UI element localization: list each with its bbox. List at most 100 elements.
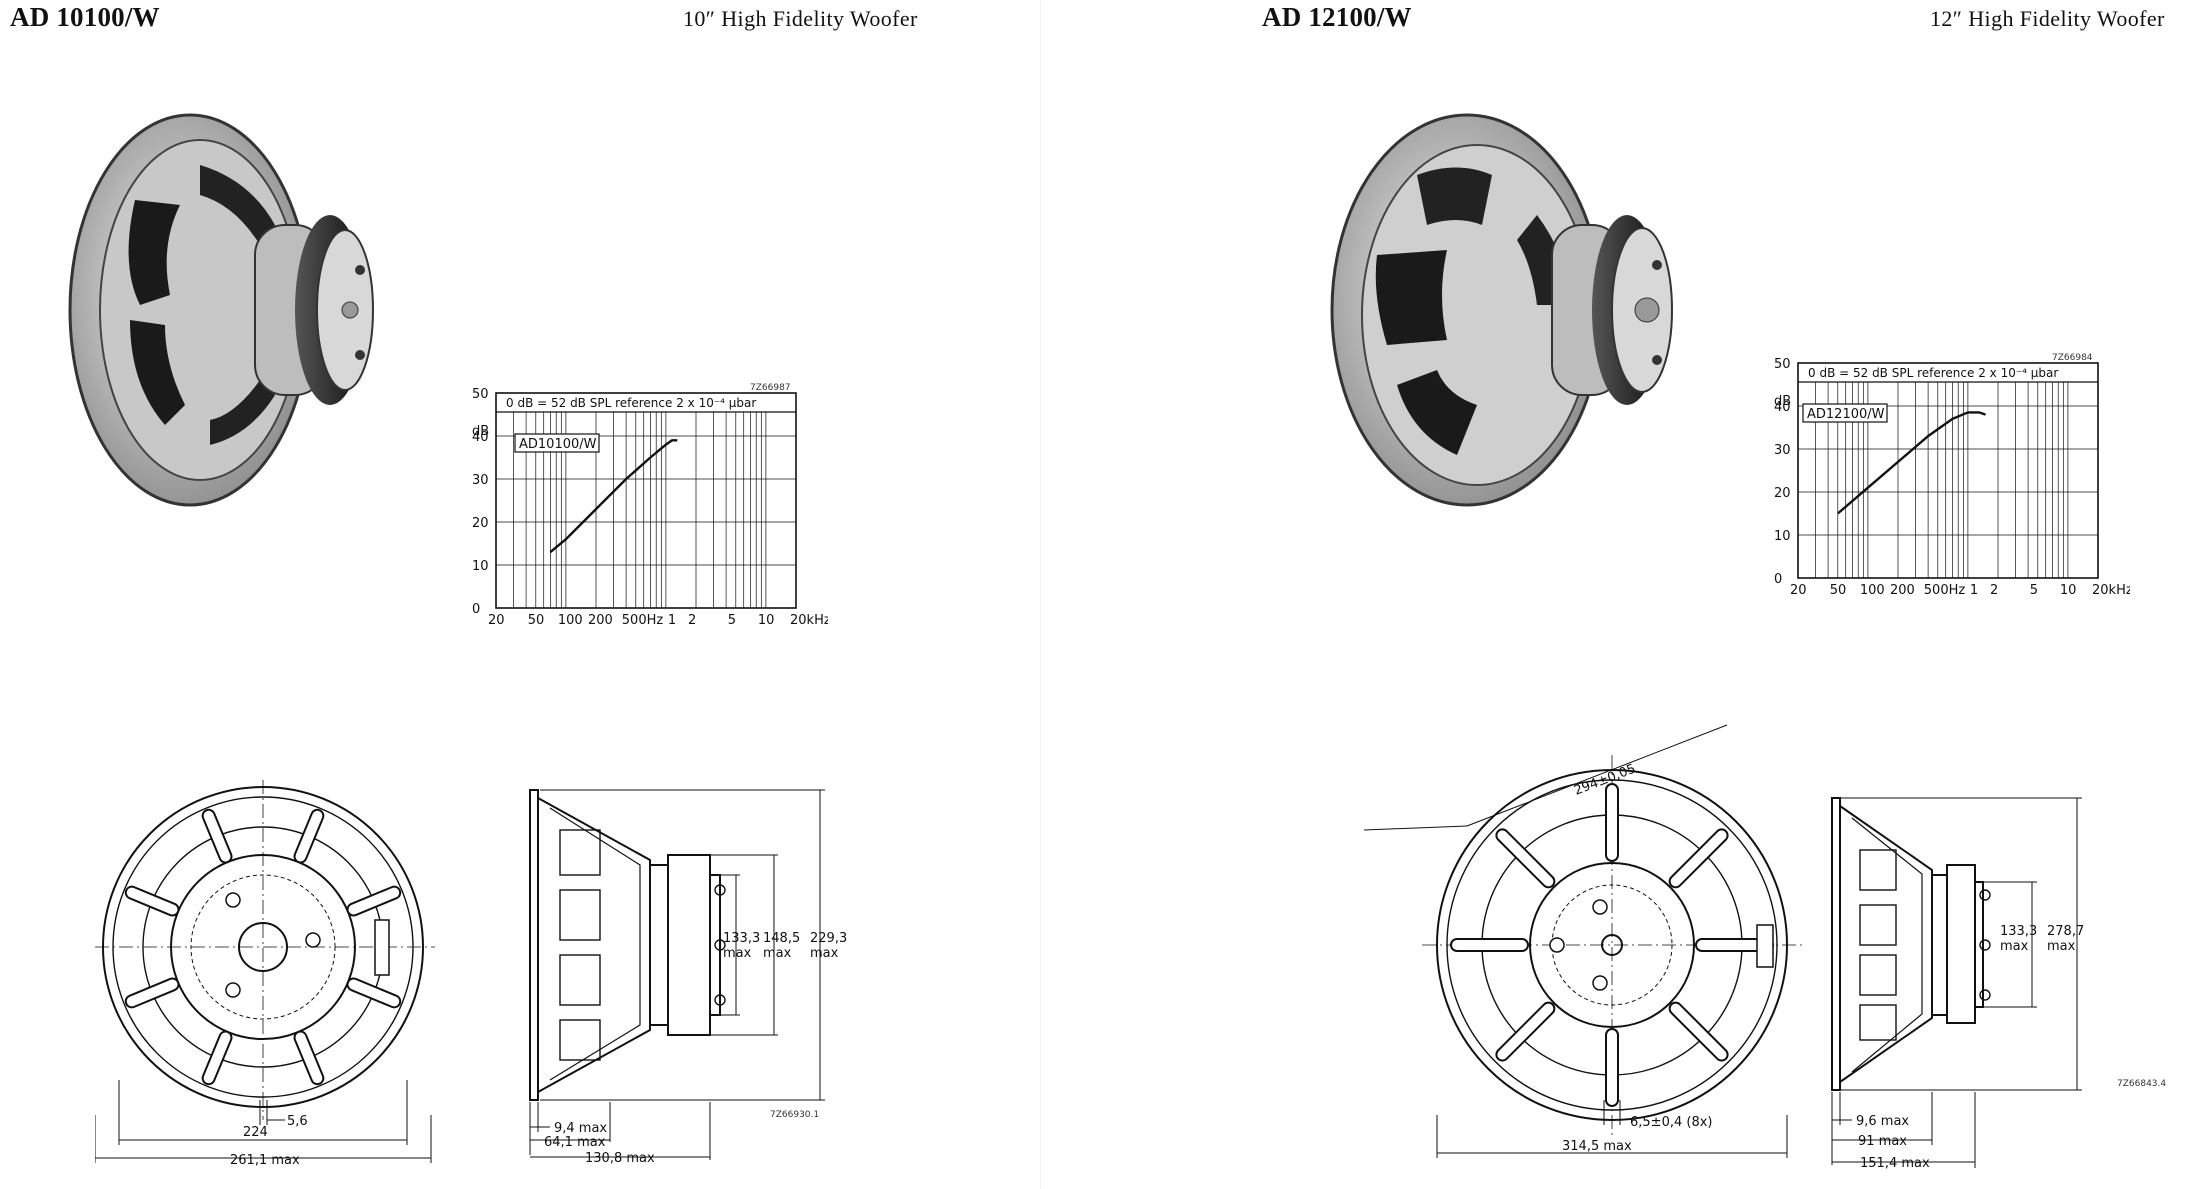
left-graph-y-tick: 10 — [472, 559, 489, 574]
left-front-dim-overall: 261,1 max — [230, 1153, 300, 1168]
left-graph-unit: dB — [472, 424, 489, 439]
left-graph-grid — [496, 412, 796, 608]
right-response-curve — [1837, 411, 1986, 515]
left-graph-y-tick: 0 — [472, 602, 480, 617]
left-graph-x-tick: 5 — [728, 613, 736, 628]
right-graph-x-tick: 50 — [1830, 583, 1847, 598]
left-graph-y-ticks: 50 40 30 20 10 0 — [472, 387, 489, 617]
right-front-rib-fill — [1670, 830, 1727, 887]
left-side-dim-magnet-max: max — [723, 946, 752, 961]
right-subtitle: 12″ High Fidelity Woofer — [1930, 6, 2165, 31]
left-graph-legend-box — [514, 433, 600, 453]
right-graph-y-tick: 10 — [1774, 529, 1791, 544]
left-graph-code: 7Z66987 — [750, 383, 791, 393]
left-graph-y-tick: 40 — [472, 430, 489, 445]
left-graph-y-tick: 20 — [472, 516, 489, 531]
left-front-rib-fill — [126, 887, 178, 915]
right-graph-y-tick: 0 — [1774, 572, 1782, 587]
left-side-dim-magnet: 133,3 — [723, 931, 760, 946]
left-side-dim-depth: 130,8 max — [585, 1151, 655, 1166]
left-front-dim-bolt-circle: 224 — [243, 1125, 268, 1140]
right-front-rib-fill — [1497, 1003, 1554, 1060]
left-graph-x-tick: 10 — [758, 613, 775, 628]
left-graph-y-tick: 50 — [472, 387, 489, 402]
right-front-window-ribs — [1450, 783, 1774, 1107]
right-front-view: 294±0,05 6,5±0,4 (8x) 314,5 max — [1363, 724, 1802, 1158]
left-graph-x-tick: 2 — [688, 613, 696, 628]
left-graph-y-tick: 30 — [472, 473, 489, 488]
left-front-rib-fill — [348, 887, 400, 915]
right-side-dim-magnet-max: max — [2000, 939, 2029, 954]
right-woofer-photo — [1330, 113, 1673, 507]
right-side-dim-flange: 9,6 max — [1856, 1114, 1909, 1129]
left-subtitle: 10″ High Fidelity Woofer — [683, 6, 918, 31]
right-side-dim-magnet: 133,3 — [2000, 924, 2037, 939]
left-side-dim-depth-cone: 64,1 max — [544, 1135, 606, 1150]
left-graph-x-tick: 20 — [488, 613, 505, 628]
right-graph-x-tick: 100 — [1860, 583, 1885, 598]
right-graph-grid — [1798, 382, 2098, 578]
right-graph-legend-box — [1802, 403, 1888, 423]
right-graph-x-tick: 2 — [1990, 583, 1998, 598]
left-woofer-photo — [68, 113, 374, 507]
right-graph-x-tick: 20kHz — [2092, 583, 2130, 598]
left-front-rib-fill — [348, 979, 400, 1007]
left-side-dim-flange: 9,4 max — [554, 1121, 607, 1136]
left-graph-x-tick: 1 — [668, 613, 676, 628]
right-graph-legend: AD12100/W — [1807, 407, 1885, 422]
right-graph-x-tick: 500Hz — [1924, 583, 1966, 598]
right-graph-frame — [1797, 362, 2099, 579]
right-graph-y-tick: 20 — [1774, 486, 1791, 501]
right-graph-x-tick: 5 — [2030, 583, 2038, 598]
right-side-dim-height-max: max — [2047, 939, 2076, 954]
right-side-view: 133,3 max 278,7 max 7Z66843.4 9,6 max 91… — [1831, 797, 2166, 1171]
left-graph-reference: 0 dB = 52 dB SPL reference 2 x 10⁻⁴ μbar — [506, 396, 756, 410]
left-graph-x-tick: 200 — [588, 613, 613, 628]
left-front-rib-fill — [295, 1032, 323, 1084]
left-side-dim-frame-max: max — [763, 946, 792, 961]
left-front-dim-slot: 5,6 — [287, 1114, 308, 1129]
left-graph-legend: AD10100/W — [519, 437, 597, 452]
left-model-title: AD 10100/W — [10, 2, 160, 32]
left-side-dim-frame: 148,5 — [763, 931, 800, 946]
left-graph-x-tick: 500Hz — [622, 613, 664, 628]
left-graph-x-tick: 20kHz — [790, 613, 828, 628]
right-graph-x-tick: 200 — [1890, 583, 1915, 598]
right-front-rib-fill — [1497, 830, 1554, 887]
left-side-dim-height-max: max — [810, 946, 839, 961]
right-graph-code: 7Z66984 — [2052, 353, 2093, 363]
right-graph-x-tick: 10 — [2060, 583, 2077, 598]
right-front-rib-fill — [1670, 1003, 1727, 1060]
left-front-window-ribs — [124, 808, 402, 1086]
left-front-rib-fill — [203, 1032, 231, 1084]
left-graph-x-tick: 50 — [528, 613, 545, 628]
left-front-rib-fill — [203, 810, 231, 862]
right-graph-y-tick: 40 — [1774, 400, 1791, 415]
right-side-code: 7Z66843.4 — [2117, 1079, 2166, 1089]
right-graph-x-tick: 1 — [1970, 583, 1978, 598]
left-side-view: 133,3 max 148,5 max 229,3 max 7Z66930.1 … — [529, 789, 847, 1166]
left-page: AD 10100/W 10″ High Fidelity Woofer 7Z66… — [0, 0, 1092, 1189]
left-response-curve — [549, 439, 678, 554]
right-side-dim-depth-cone: 91 max — [1858, 1134, 1907, 1149]
right-side-dim-height: 278,7 — [2047, 924, 2084, 939]
right-side-dim-depth: 151,4 max — [1860, 1156, 1930, 1171]
right-graph-x-tick: 20 — [1790, 583, 1807, 598]
right-page: AD 12100/W 12″ High Fidelity Woofer 7Z66… — [1092, 0, 2185, 1189]
right-frequency-graph: 7Z66984 0 dB = 52 dB SPL reference 2 x 1… — [1774, 353, 2130, 598]
right-front-dim-holes: 6,5±0,4 (8x) — [1630, 1115, 1712, 1130]
left-graph-x-tick: 100 — [558, 613, 583, 628]
left-front-rib-fill — [126, 979, 178, 1007]
right-model-title: AD 12100/W — [1262, 2, 1412, 32]
right-graph-reference: 0 dB = 52 dB SPL reference 2 x 10⁻⁴ μbar — [1808, 366, 2058, 380]
left-frequency-graph: 7Z66987 0 dB = 52 dB SPL reference 2 x 1… — [472, 383, 828, 628]
left-side-code: 7Z66930.1 — [770, 1110, 819, 1120]
right-graph-y-tick: 30 — [1774, 443, 1791, 458]
right-front-dim-overall: 314,5 max — [1562, 1139, 1632, 1154]
right-graph-unit: dB — [1774, 394, 1791, 409]
page-gutter — [1040, 0, 1041, 1189]
left-side-dim-height: 229,3 — [810, 931, 847, 946]
